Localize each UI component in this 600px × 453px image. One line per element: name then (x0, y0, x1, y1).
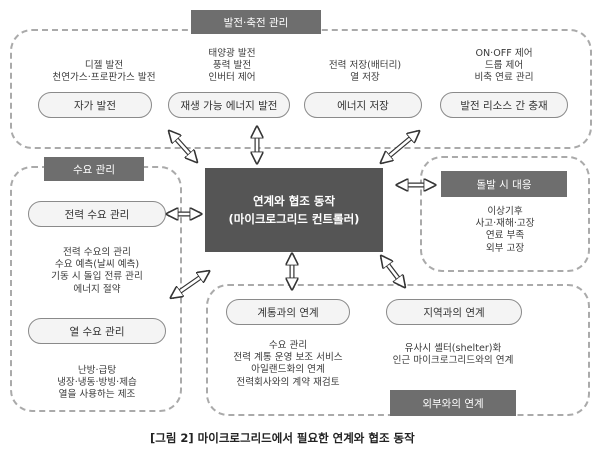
arrow-generation-left (170, 132, 196, 161)
power-demand-notes: 전력 수요의 관리 수요 예측(날씨 예측) 기동 시 돌입 전류 관리 에너지… (28, 247, 166, 296)
note-line: 냉장·냉동·방빙·제습 (57, 377, 137, 389)
note-line: 드룹 제어 (484, 60, 524, 72)
note-line: 비축 연료 관리 (474, 72, 534, 84)
figure-caption: [그림 2] 마이크로그리드에서 필요한 연계와 협조 동작 (150, 431, 415, 445)
external-tag: 외부와의 연계 (390, 390, 516, 416)
heat-demand-node: 열 수요 관리 (28, 318, 166, 344)
resource-balancing-node: 발전 리소스 간 충재 (440, 92, 568, 118)
note-line: 외부 고장 (485, 242, 525, 254)
self-generation-node: 자가 발전 (38, 92, 152, 118)
note-line: 연료 부족 (485, 230, 525, 242)
note-line: 전력 수요의 관리 (63, 247, 131, 258)
demand-tag: 수요 관리 (44, 157, 144, 181)
heat-demand-notes: 난방·급탕 냉장·냉동·방빙·제습 열을 사용하는 제조 (28, 365, 166, 402)
self-generation-notes: 디젤 발전 천연가스·프로판가스 발전 (44, 60, 164, 84)
microgrid-controller-box: 연계와 협조 동작 (마이크로그리드 컨트롤러) (205, 168, 383, 252)
note-line: 난방·급탕 (77, 365, 117, 376)
note-line: 열을 사용하는 제조 (58, 389, 136, 401)
note-line: 유사시 셸터(shelter)화 (404, 343, 502, 354)
note-line: 전력회사와의 계약 재검토 (236, 376, 340, 388)
controller-subtitle: (마이크로그리드 컨트롤러) (228, 212, 360, 226)
energy-storage-node: 에너지 저장 (304, 92, 422, 118)
note-line: 에너지 절약 (73, 283, 121, 295)
note-line: 천연가스·프로판가스 발전 (52, 72, 156, 84)
note-line: 열 저장 (350, 72, 380, 84)
regional-connection-node: 지역과의 연계 (386, 299, 522, 325)
regional-connection-notes: 유사시 셸터(shelter)화 인근 마이크로그리드와의 연계 (378, 343, 528, 367)
note-line: 인근 마이크로그리드와의 연계 (392, 355, 514, 367)
note-line: ON·OFF 제어 (475, 48, 533, 59)
grid-connection-node: 계통과의 연계 (226, 299, 350, 325)
note-line: 수요 예측(날씨 예측) (54, 259, 140, 271)
note-line: 기동 시 돌입 전류 관리 (51, 271, 143, 283)
power-demand-node: 전력 수요 관리 (28, 201, 166, 227)
resource-balancing-notes: ON·OFF 제어 드룹 제어 비축 연료 관리 (440, 48, 568, 85)
arrow-external-right (382, 257, 404, 286)
note-line: 전력 계통 운영 보조 서비스 (233, 352, 343, 364)
grid-connection-notes: 수요 관리 전력 계통 운영 보조 서비스 아일랜드화의 연계 전력회사와의 계… (220, 340, 356, 389)
generation-tag: 발전·축전 관리 (191, 10, 321, 34)
note-line: 전력 저장(배터리) (328, 60, 402, 71)
note-line: 사고·재해·고장 (475, 218, 535, 230)
renewable-generation-node: 재생 가능 에너지 발전 (168, 92, 290, 118)
note-line: 풍력 발전 (212, 60, 252, 72)
note-line: 아일랜드화의 연계 (251, 364, 325, 376)
emergency-tag: 돌발 시 대응 (441, 171, 567, 197)
controller-title: 연계와 협조 동작 (252, 194, 336, 208)
note-line: 이상기후 (487, 206, 523, 217)
emergency-region (420, 156, 590, 272)
renewable-notes: 태양광 발전 풍력 발전 인버터 제어 (172, 48, 292, 85)
note-line: 수요 관리 (268, 340, 308, 351)
arrow-demand-lower (172, 272, 208, 297)
note-line: 인버터 제어 (208, 72, 256, 84)
note-line: 태양광 발전 (208, 48, 256, 59)
emergency-notes: 이상기후 사고·재해·고장 연료 부족 외부 고장 (440, 206, 570, 255)
note-line: 디젤 발전 (84, 60, 124, 71)
energy-storage-notes: 전력 저장(배터리) 열 저장 (306, 60, 424, 84)
arrow-generation-right (382, 132, 418, 162)
